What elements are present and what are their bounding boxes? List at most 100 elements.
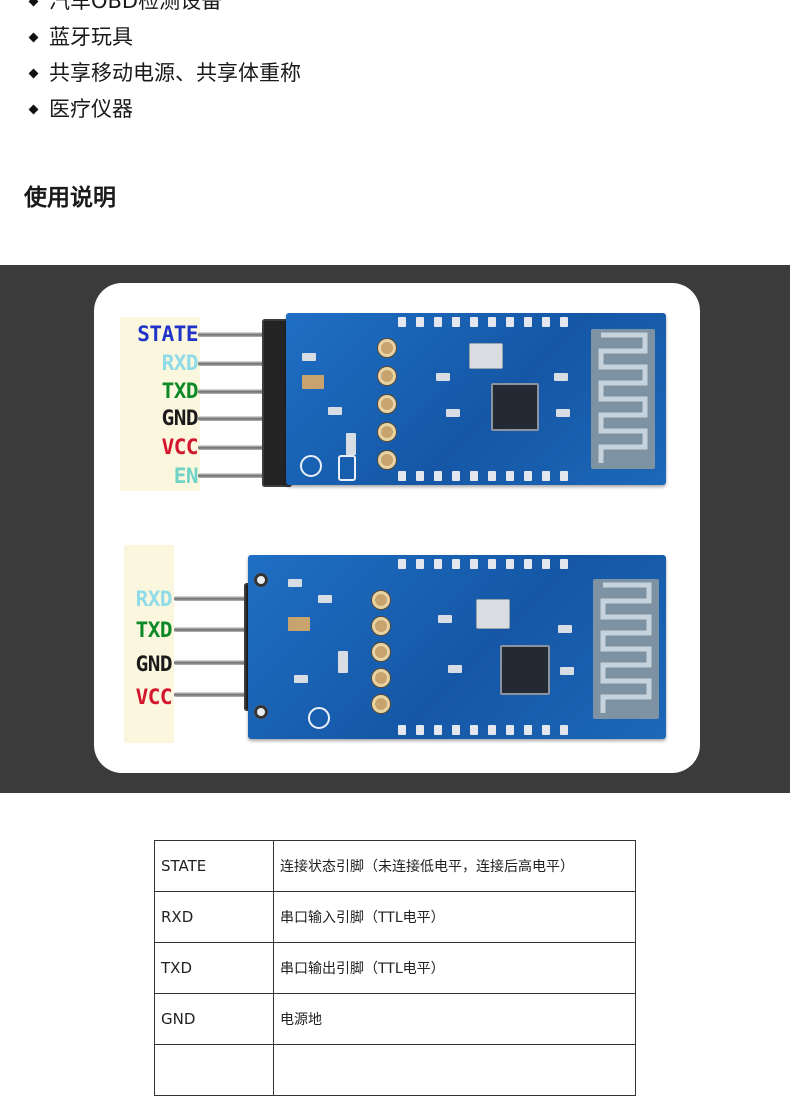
pin-description-cell: 电源地 (273, 993, 636, 1045)
edge-pad (524, 725, 532, 735)
smd-component (294, 675, 308, 683)
list-item-text: 蓝牙玩具 (49, 25, 133, 49)
smd-component (556, 409, 570, 417)
pin-label-vcc: VCC (161, 435, 199, 459)
edge-pad (452, 725, 460, 735)
edge-pad (524, 559, 532, 569)
smd-component (438, 615, 452, 623)
edge-pad (542, 559, 550, 569)
edge-pad (524, 471, 532, 481)
edge-pad (452, 317, 460, 327)
edge-pad (470, 559, 478, 569)
edge-pad (524, 317, 532, 327)
mounting-ring (308, 707, 330, 729)
pcb-antenna (593, 579, 659, 719)
edge-pad (398, 559, 406, 569)
pin-description-cell: 连接状态引脚（未连接低电平，连接后高电平） (273, 840, 636, 892)
diamond-bullet-icon (28, 32, 39, 42)
edge-pad (452, 471, 460, 481)
smd-component (338, 651, 348, 673)
edge-pad (506, 471, 514, 481)
edge-pad (452, 559, 460, 569)
edge-pad (416, 471, 424, 481)
smd-component (288, 579, 302, 587)
section-title: 使用说明 (24, 185, 116, 211)
edge-pad (434, 559, 442, 569)
crystal (469, 343, 503, 369)
edge-pad (542, 317, 550, 327)
diamond-bullet-icon (28, 68, 39, 78)
edge-pad (416, 559, 424, 569)
smd-component (302, 375, 324, 389)
smd-component (288, 617, 310, 631)
solder-pad (372, 669, 390, 687)
edge-pad (560, 559, 568, 569)
pin-wire (198, 361, 268, 366)
pin-label-state: STATE (137, 322, 198, 346)
bluetooth-chip (500, 645, 550, 695)
edge-pad (470, 725, 478, 735)
silkscreen-outline (338, 455, 356, 481)
list-item: 汽车OBD检测设备 (24, 0, 301, 19)
edge-pad (542, 471, 550, 481)
smd-component (448, 665, 462, 673)
pin-label-txd: TXD (161, 379, 199, 403)
pin-wire (174, 596, 268, 601)
edge-pad (398, 725, 406, 735)
solder-pad (372, 591, 390, 609)
pin-wire (198, 389, 268, 394)
pin-wire (198, 473, 268, 478)
list-item-text: 医疗仪器 (49, 97, 133, 121)
smd-component (554, 373, 568, 381)
module-photo: STATE RXD TXD GND VCC EN (94, 283, 700, 773)
list-item: 医疗仪器 (24, 91, 301, 127)
edge-pad (488, 559, 496, 569)
smd-component (560, 667, 574, 675)
edge-pad (398, 471, 406, 481)
diamond-bullet-icon (28, 0, 39, 6)
edge-pad (398, 317, 406, 327)
crystal (476, 599, 510, 629)
smd-component (558, 625, 572, 633)
module-photo-band: STATE RXD TXD GND VCC EN (0, 265, 790, 793)
table-row: GND 电源地 (154, 993, 636, 1045)
pin-name-cell: RXD (154, 891, 274, 943)
pin-wire (174, 692, 268, 697)
edge-pad (416, 317, 424, 327)
list-item: 共享移动电源、共享体重称 (24, 55, 301, 91)
pin-label-panel-4pin: RXD TXD GND VCC (124, 545, 174, 743)
pin-wire (198, 445, 268, 450)
pin-wire (174, 627, 268, 632)
edge-pad (506, 725, 514, 735)
pin-label-en: EN (173, 464, 199, 488)
pin-description-cell: 串口输入引脚（TTL电平） (273, 891, 636, 943)
pin-description-cell (273, 1044, 636, 1096)
pin-name-cell (154, 1044, 274, 1096)
mounting-ring (300, 455, 322, 477)
application-list: 汽车OBD检测设备 蓝牙玩具 共享移动电源、共享体重称 医疗仪器 (24, 0, 301, 127)
table-row: RXD 串口输入引脚（TTL电平） (154, 891, 636, 943)
edge-pad (488, 317, 496, 327)
pin-label-rxd: RXD (135, 587, 173, 611)
pin-wire (198, 416, 268, 421)
bluetooth-module-4pin (248, 555, 666, 739)
pin-wire (174, 660, 268, 665)
solder-pad (378, 367, 396, 385)
edge-pad (542, 725, 550, 735)
smd-component (346, 433, 356, 455)
edge-pad (470, 317, 478, 327)
smd-component (302, 353, 316, 361)
edge-pad (560, 725, 568, 735)
solder-pad (378, 423, 396, 441)
solder-pad (372, 617, 390, 635)
smd-component (328, 407, 342, 415)
edge-pad (560, 317, 568, 327)
list-item: 蓝牙玩具 (24, 19, 301, 55)
solder-pad (372, 643, 390, 661)
edge-pad (488, 471, 496, 481)
edge-pad (488, 725, 496, 735)
edge-pad (416, 725, 424, 735)
solder-pad (378, 451, 396, 469)
edge-pad (434, 725, 442, 735)
pin-label-panel-6pin: STATE RXD TXD GND VCC EN (120, 317, 200, 491)
